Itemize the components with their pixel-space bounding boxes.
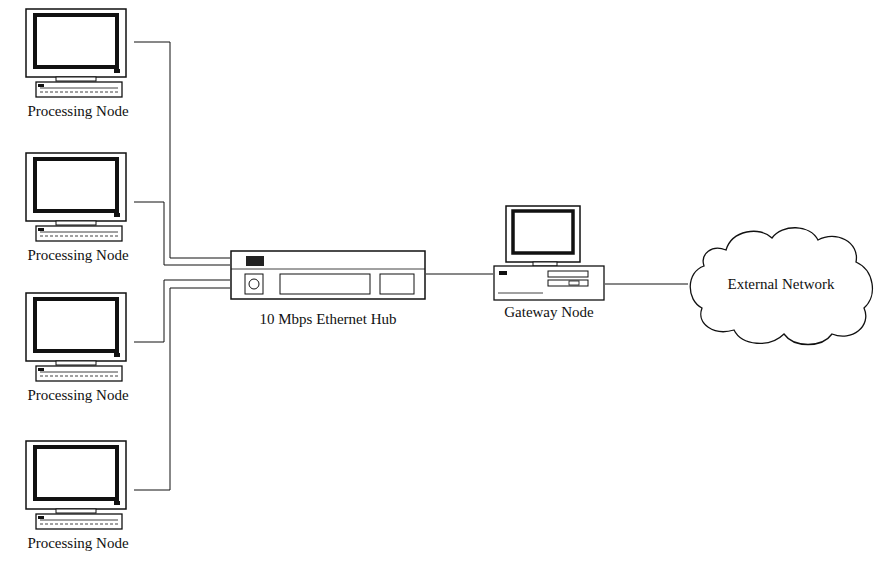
node-label: Processing Node [27, 246, 128, 264]
computer-node: Processing Node [22, 440, 134, 552]
pc-icon [22, 292, 134, 388]
pc-icon [22, 152, 134, 248]
network-cable [134, 42, 230, 258]
pc-icon [22, 8, 134, 104]
network-cable [605, 284, 688, 285]
computer-node: Gateway Node [493, 205, 605, 321]
hub-icon [230, 250, 426, 304]
computer-node: Processing Node [22, 8, 134, 120]
node-label: External Network [727, 276, 834, 293]
pc-icon [22, 440, 134, 536]
node-label: Processing Node [27, 102, 128, 120]
network-cable [426, 274, 493, 275]
node-label: Processing Node [27, 386, 128, 404]
network-cable [134, 280, 230, 342]
node-label: 10 Mbps Ethernet Hub [259, 310, 396, 328]
node-label: Processing Node [27, 534, 128, 552]
network-cloud: External Network [686, 222, 876, 346]
hub-node: 10 Mbps Ethernet Hub [230, 250, 426, 328]
computer-node: Processing Node [22, 292, 134, 404]
computer-node: Processing Node [22, 152, 134, 264]
network-cable [134, 288, 230, 490]
gw-icon [493, 205, 605, 305]
node-label: Gateway Node [504, 303, 594, 321]
network-cable [134, 202, 230, 265]
